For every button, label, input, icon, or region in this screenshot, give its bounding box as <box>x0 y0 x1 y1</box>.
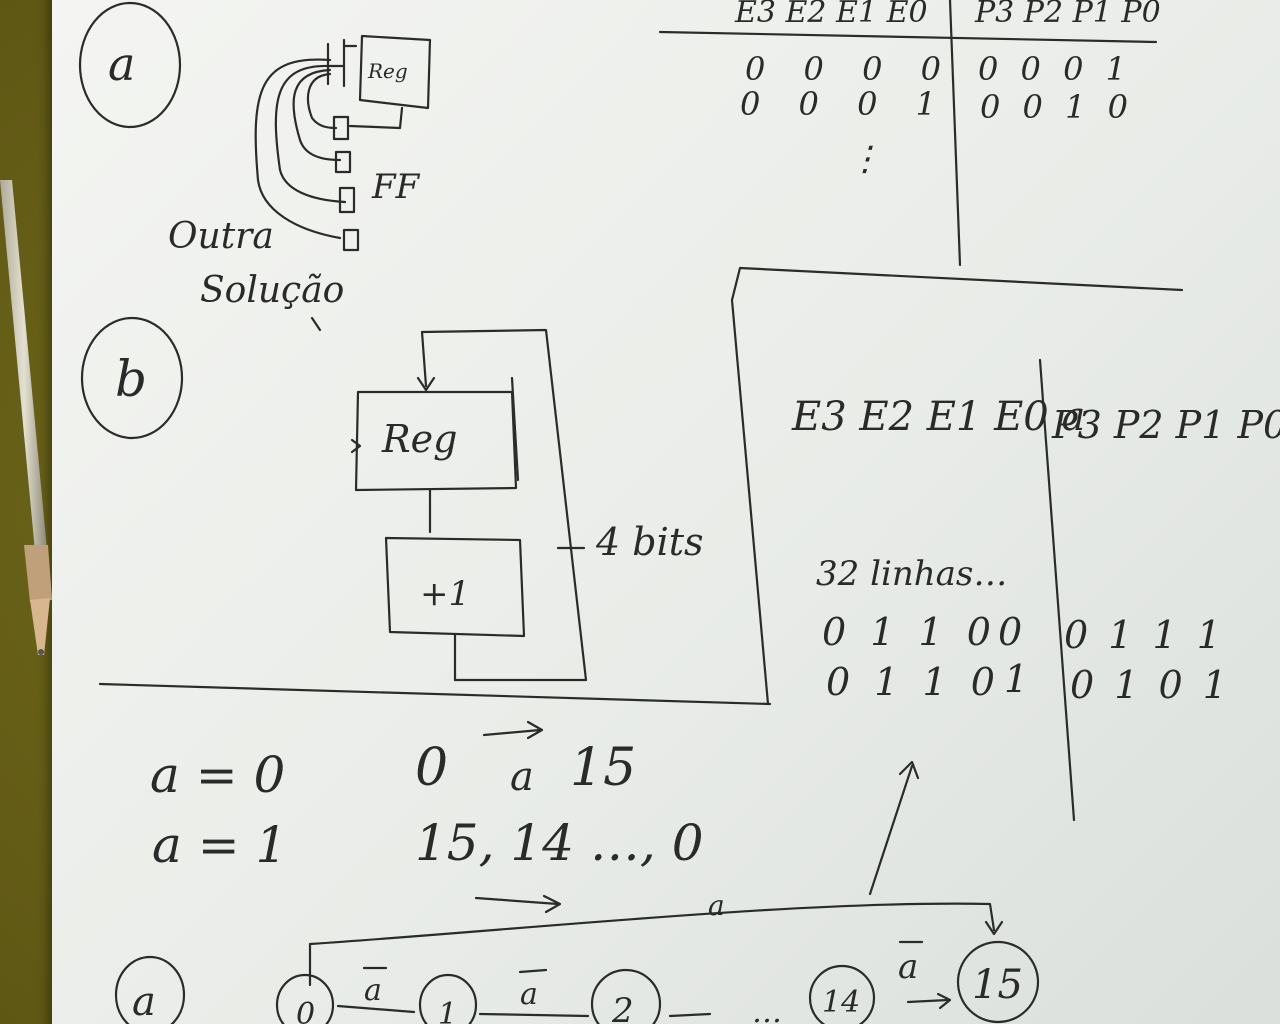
edge-1-2-label: a <box>520 977 538 1012</box>
state-1 <box>418 973 478 1024</box>
cond-a1-seq: 15, 14 …, 0 <box>415 814 704 872</box>
cond-a0-end: 15 <box>570 738 636 798</box>
part-b-label: b <box>115 350 147 408</box>
part-c-circle <box>114 955 186 1024</box>
four-bits-label: 4 bits <box>595 520 704 564</box>
part-a-label: a <box>108 37 135 91</box>
cond-a1: a = 1 <box>152 816 287 874</box>
right-bracket-box <box>730 266 1184 706</box>
outra-label: Outra <box>168 216 274 257</box>
state-1-label: 1 <box>438 997 457 1024</box>
part-c-label: a <box>132 979 156 1024</box>
top-table-ellipsis: ⋮ <box>848 139 882 179</box>
reg-b-label: Reg <box>381 417 457 461</box>
edge-0-1-label: a <box>364 973 382 1008</box>
pointer-arrow <box>868 760 920 896</box>
solucao-label: Solução <box>200 270 344 311</box>
arrow-a0 <box>482 720 544 740</box>
cond-a0: a = 0 <box>150 746 285 804</box>
right-row2-p: 0 1 0 1 <box>1070 663 1231 707</box>
cond-a0-word: a <box>510 754 534 800</box>
top-table-header-left: E3 E2 E1 E0 <box>734 0 928 30</box>
reg-small-label: Reg <box>367 59 408 83</box>
separator-line <box>98 682 772 706</box>
right-row1-p: 0 1 1 1 <box>1064 613 1225 657</box>
pen <box>0 180 52 655</box>
top-truth-table <box>658 0 1158 267</box>
plus-one-label: +1 <box>420 574 470 614</box>
state-diagram <box>114 902 1040 1024</box>
right-row2-a: 1 <box>1004 657 1028 701</box>
top-row1-p: 0 0 0 1 <box>978 50 1132 88</box>
counter-diagram <box>350 328 588 682</box>
right-table-note: 32 linhas… <box>816 554 1007 594</box>
state-14 <box>808 964 876 1024</box>
solucao-tick <box>310 316 322 332</box>
top-row2-e: 0 0 0 1 <box>740 85 950 123</box>
state-15-label: 15 <box>972 962 1023 1008</box>
part-a-circle <box>78 1 182 129</box>
right-row2-e: 0 1 1 0 <box>826 660 1001 704</box>
edge-wrap-label: a <box>708 889 725 922</box>
right-table-divider <box>1038 358 1076 822</box>
right-row1-e: 0 1 1 0 <box>822 610 997 654</box>
state-0 <box>275 973 335 1024</box>
arrow-a1 <box>474 894 562 914</box>
state-2 <box>590 968 662 1024</box>
top-table-header-right: P3 P2 P1 P0 <box>974 0 1161 30</box>
right-table-header-left: E3 E2 E1 E0 a <box>791 394 1085 440</box>
edge-14-15-label: a <box>898 947 918 987</box>
top-row1-e: 0 0 0 0 <box>745 50 955 88</box>
state-0-label: 0 <box>296 997 315 1024</box>
right-row1-a: 0 <box>998 610 1022 654</box>
ff-label: FF <box>371 167 421 207</box>
state-14-label: 14 <box>822 985 860 1020</box>
small-register-diagram <box>254 34 432 252</box>
state-2-label: 2 <box>611 991 634 1024</box>
right-table-header-right: P3 P2 P1 P0 <box>1051 403 1280 447</box>
state-15 <box>956 940 1040 1024</box>
part-b-circle <box>80 316 184 440</box>
cond-a0-start: 0 <box>415 738 448 798</box>
state-ellipsis-label: … <box>752 995 782 1024</box>
top-row2-p: 0 0 1 0 <box>980 88 1134 126</box>
